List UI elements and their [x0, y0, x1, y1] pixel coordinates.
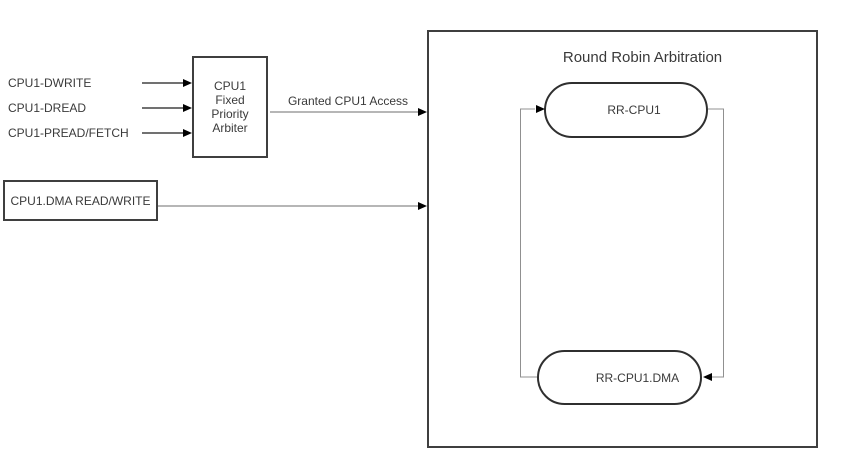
fixed-priority-arbiter-box: CPU1 Fixed Priority Arbiter	[192, 56, 268, 158]
signal-label-cpu1-pread-fetch: CPU1-PREAD/FETCH	[8, 126, 129, 140]
arrowhead-cpu1-dwrite-icon	[183, 79, 192, 87]
cpu1-dma-read-write-box: CPU1.DMA READ/WRITE	[3, 180, 158, 221]
signal-label-cpu1-dread: CPU1-DREAD	[8, 101, 87, 115]
node-rr-cpu1: RR-CPU1	[544, 82, 708, 138]
arrowhead-granted-cpu1-access-icon	[418, 108, 427, 116]
signal-label-cpu1-dwrite: CPU1-DWRITE	[8, 76, 92, 90]
node-rr-cpu1-dma: RR-CPU1.DMA	[537, 350, 702, 405]
round-robin-arbitration-title: Round Robin Arbitration	[562, 49, 723, 66]
arrowhead-cpu1-pread-fetch-icon	[183, 129, 192, 137]
granted-cpu1-access-label: Granted CPU1 Access	[287, 94, 409, 108]
arrowhead-cpu1-dma-icon	[418, 202, 427, 210]
arrowhead-cpu1-dread-icon	[183, 104, 192, 112]
